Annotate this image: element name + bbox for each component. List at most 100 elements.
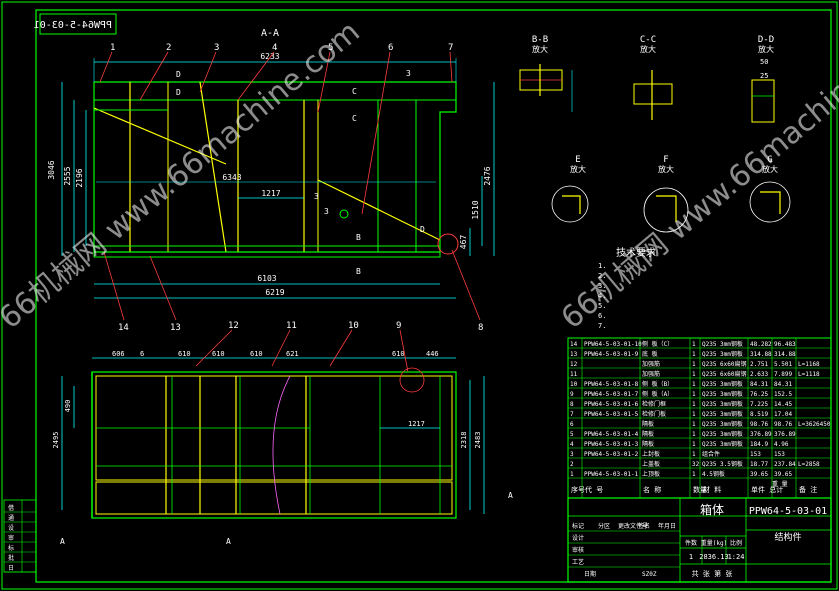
- bom-cell: 376.89: [750, 431, 772, 438]
- callout-4: 4: [272, 43, 277, 53]
- front-view: [93, 81, 459, 258]
- plan-view: [91, 367, 457, 519]
- bom-cell: 侧 板（C）: [642, 340, 673, 348]
- front-section-markers: D D C C B B D 3 3 3: [176, 69, 425, 276]
- bom-cell: 18.77: [750, 461, 768, 468]
- svg-text:6: 6: [140, 350, 144, 358]
- dim-plan-610c: 610: [250, 350, 263, 358]
- tb-qty-label: 件数: [685, 539, 697, 547]
- bom-cell: 1: [692, 351, 696, 358]
- bom-cell: 98.76: [774, 421, 792, 428]
- svg-text:D: D: [176, 88, 181, 97]
- bom-cell: 76.25: [750, 391, 768, 398]
- bom-cell: Q235 6x60扁钢: [702, 370, 747, 378]
- front-base-plate: [93, 251, 441, 258]
- tech-req-line: 1.: [598, 262, 606, 270]
- tb-sheet-label: 共 张 第 张: [692, 569, 733, 578]
- svg-text:3: 3: [324, 207, 329, 216]
- svg-text:25: 25: [760, 72, 768, 80]
- dim-plan-1217: 1217: [408, 420, 425, 428]
- callout-10: 10: [348, 321, 359, 331]
- front-slope-upper: [93, 107, 227, 165]
- bom-cell: 1: [692, 361, 696, 368]
- plan-outline: [91, 371, 457, 519]
- bom-cell: Q235 3mm钢板: [702, 340, 743, 348]
- callout-5: 5: [328, 43, 333, 53]
- tb-weight-value: 2836.13: [699, 553, 729, 561]
- tech-req-line: 3.: [598, 282, 606, 290]
- tb-left-label: 设计: [572, 534, 584, 542]
- bom-cell: 237.84: [774, 461, 796, 468]
- plan-lower-compartment: [95, 481, 453, 515]
- callout-6: 6: [388, 43, 393, 53]
- bom-cell: 1: [692, 441, 696, 448]
- callout-9: 9: [396, 321, 401, 331]
- bom-cell: 84.31: [774, 381, 792, 388]
- sheet-border-inner: [35, 9, 832, 583]
- bom-cell: 1: [692, 381, 696, 388]
- tb-mid-label: 年月日: [658, 522, 676, 530]
- bom-cell: 隔板: [642, 430, 654, 438]
- bom-cell: 1: [692, 341, 696, 348]
- bom-header-cell: 单件 总计: [751, 485, 783, 494]
- dim-plan-2495: 2495: [52, 432, 60, 449]
- bom-cell: PPW64-5-03-01-2: [584, 451, 639, 458]
- bom-cell: 11: [570, 371, 578, 378]
- svg-text:D: D: [420, 225, 425, 234]
- dim-left-3046: 3046: [47, 160, 56, 179]
- plan-dimensions: 606 6 610 610 610 621 610 446 2495 490 2…: [52, 350, 485, 514]
- front-dimensions: 6233 1217 6343 6103 6219 3046 2555 2196 …: [47, 52, 495, 299]
- bom-cell: 上盖板: [642, 460, 660, 468]
- tb-mid-label: 签名: [638, 522, 650, 530]
- bom-cell: 1: [692, 401, 696, 408]
- bom-header-cell: 备 注: [799, 485, 817, 494]
- bom-cell: 14: [570, 341, 578, 348]
- dim-inner-6343: 6343: [222, 173, 241, 182]
- dim-left-2555: 2555: [63, 166, 72, 185]
- bom-header-cell: 序号: [571, 485, 585, 494]
- bom-cell: 加强筋: [642, 370, 660, 378]
- bom-weight-title: 重 量: [772, 480, 788, 488]
- callout-13: 13: [170, 323, 181, 333]
- bom-cell: 96.483: [774, 341, 796, 348]
- bom-cell: Q235 3mm钢板: [702, 420, 743, 428]
- bom-cell: 152.5: [774, 391, 792, 398]
- bom-cell: 2: [570, 461, 574, 468]
- callout-11: 11: [286, 321, 297, 331]
- dim-plan-610b: 610: [212, 350, 225, 358]
- tb-left-label: 工艺: [572, 558, 584, 566]
- bom-cell: 12: [570, 361, 578, 368]
- plan-callouts: 12 11 10 9 A A A: [60, 321, 513, 546]
- bom-cell: 32: [692, 461, 700, 468]
- bom-cell: 1: [692, 421, 696, 428]
- dim-right-2476: 2476: [483, 166, 492, 185]
- bom-cell: L=1168: [798, 361, 820, 368]
- svg-text:3: 3: [314, 192, 319, 201]
- bom-cell: 侧 板（A）: [642, 390, 673, 398]
- section-g-scale: 放大: [762, 164, 778, 174]
- dim-right-1510: 1510: [471, 200, 480, 219]
- svg-text:B: B: [356, 267, 361, 276]
- svg-text:A: A: [226, 537, 231, 546]
- dim-plan-621: 621: [286, 350, 299, 358]
- drawing-number: PPW64-5-03-01: [749, 506, 827, 517]
- tb-left-label: 审核: [572, 546, 584, 554]
- svg-text:3: 3: [406, 69, 411, 78]
- tb-mid-label: 更改文件号: [618, 522, 648, 530]
- bom-cell: 5: [570, 431, 574, 438]
- tb-left-label: 标记: [572, 522, 584, 530]
- bom-cell: 314.88: [750, 351, 772, 358]
- bom-cell: 1: [692, 471, 696, 478]
- bom-cell: 1: [692, 391, 696, 398]
- svg-text:D: D: [176, 70, 181, 79]
- bom-cell: 14.45: [774, 401, 792, 408]
- svg-text:C: C: [352, 114, 357, 123]
- bom-cell: 10: [570, 381, 578, 388]
- number-stamp-box: [39, 13, 117, 35]
- strip-label: 批: [8, 554, 14, 562]
- dim-plan-446: 446: [426, 350, 439, 358]
- bom-cell: L=1118: [798, 371, 820, 378]
- section-e-title: E: [575, 155, 580, 165]
